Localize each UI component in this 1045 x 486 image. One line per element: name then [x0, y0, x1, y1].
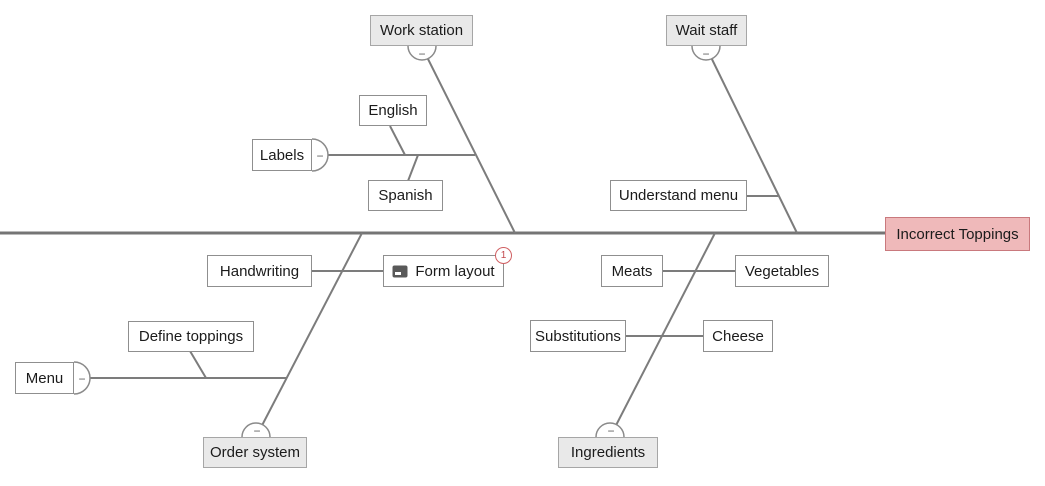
- collapse-toggle-order-system[interactable]: −: [253, 423, 261, 438]
- cause-node-form-layout[interactable]: Form layout 1: [383, 247, 512, 287]
- collapse-toggle-ingredients[interactable]: −: [607, 423, 615, 438]
- cause-node-meats[interactable]: Meats: [601, 255, 663, 287]
- category-node-ingredients[interactable]: Ingredients: [558, 437, 658, 468]
- note-count-badge: 1: [495, 247, 512, 264]
- cause-node-substitutions[interactable]: Substitutions: [530, 320, 626, 352]
- cause-node-vegetables[interactable]: Vegetables: [735, 255, 829, 287]
- cause-node-handwriting[interactable]: Handwriting: [207, 255, 312, 287]
- note-icon: [392, 265, 408, 278]
- collapse-toggle-work-station[interactable]: −: [418, 46, 426, 61]
- cause-node-menu[interactable]: Menu: [15, 362, 74, 394]
- cause-node-english[interactable]: English: [359, 95, 427, 126]
- effect-node-incorrect-toppings[interactable]: Incorrect Toppings: [885, 217, 1030, 251]
- cause-node-label: Form layout: [415, 262, 495, 280]
- collapse-toggle-menu[interactable]: −: [78, 371, 86, 386]
- cause-node-labels[interactable]: Labels: [252, 139, 312, 171]
- collapse-toggle-labels[interactable]: −: [316, 148, 324, 163]
- category-node-work-station[interactable]: Work station: [370, 15, 473, 46]
- category-node-wait-staff[interactable]: Wait staff: [666, 15, 747, 46]
- collapse-toggle-wait-staff[interactable]: −: [702, 46, 710, 61]
- cause-node-spanish[interactable]: Spanish: [368, 180, 443, 211]
- cause-node-cheese[interactable]: Cheese: [703, 320, 773, 352]
- cause-node-define-toppings[interactable]: Define toppings: [128, 321, 254, 352]
- category-node-order-system[interactable]: Order system: [203, 437, 307, 468]
- cause-node-understand-menu[interactable]: Understand menu: [610, 180, 747, 211]
